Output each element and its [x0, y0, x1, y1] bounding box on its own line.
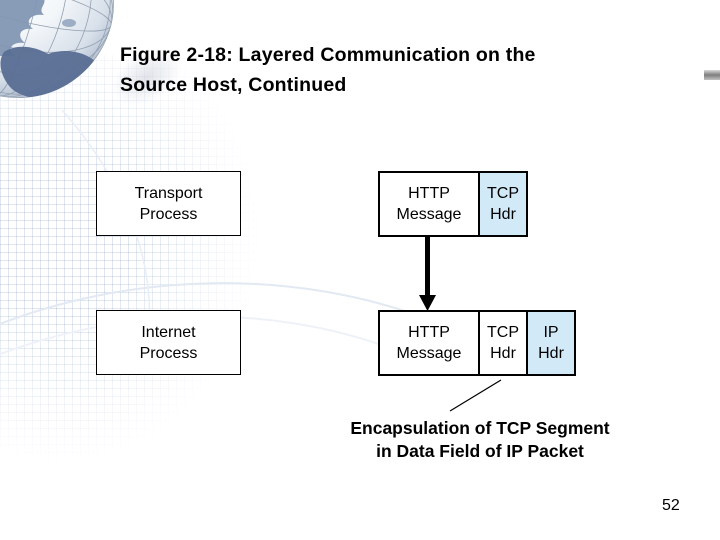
- diagram-caption-line-2: in Data Field of IP Packet: [376, 441, 584, 461]
- caption-pointer-line: [449, 379, 502, 412]
- background-grid-texture: [0, 55, 330, 485]
- segment-ip-hdr: IP Hdr: [526, 310, 576, 376]
- slide-title: Figure 2-18: Layered Communication on th…: [120, 40, 700, 100]
- segment-label: Message: [396, 206, 462, 223]
- transport-process-box: Transport Process: [96, 171, 241, 236]
- segment-label: Message: [396, 345, 462, 362]
- transport-process-label-line-2: Process: [139, 205, 198, 223]
- segment-label: TCP: [487, 324, 519, 341]
- segment-tcp-hdr: TCP Hdr: [478, 171, 528, 237]
- segment-http-message: HTTP Message: [378, 171, 480, 237]
- globe-icon: [0, 0, 114, 98]
- segment-label: HTTP: [408, 324, 450, 341]
- diagram-caption: Encapsulation of TCP Segment in Data Fie…: [290, 417, 670, 463]
- segment-label: Hdr: [538, 345, 564, 362]
- segment-http-message: HTTP Message: [378, 310, 480, 376]
- internet-process-label-line-2: Process: [139, 344, 198, 362]
- page-number: 52: [662, 497, 680, 514]
- segment-label: HTTP: [408, 185, 450, 202]
- slide-title-line-2: Source Host, Continued: [120, 74, 347, 96]
- down-arrow: [419, 236, 436, 311]
- segment-tcp-hdr: TCP Hdr: [478, 310, 528, 376]
- segment-label: TCP: [487, 185, 519, 202]
- accent-dash: [704, 70, 720, 80]
- internet-process-label-line-1: Internet: [141, 323, 196, 341]
- segment-label: IP: [543, 324, 559, 341]
- transport-process-label-line-1: Transport: [134, 184, 203, 202]
- diagram-caption-line-1: Encapsulation of TCP Segment: [350, 418, 610, 438]
- slide-title-line-1: Figure 2-18: Layered Communication on th…: [120, 44, 536, 66]
- segment-label: Hdr: [490, 345, 516, 362]
- internet-process-box: Internet Process: [96, 310, 241, 375]
- packet-row-internet: HTTP Message TCP Hdr IP Hdr: [378, 310, 576, 376]
- segment-label: Hdr: [490, 206, 516, 223]
- packet-row-transport: HTTP Message TCP Hdr: [378, 171, 528, 237]
